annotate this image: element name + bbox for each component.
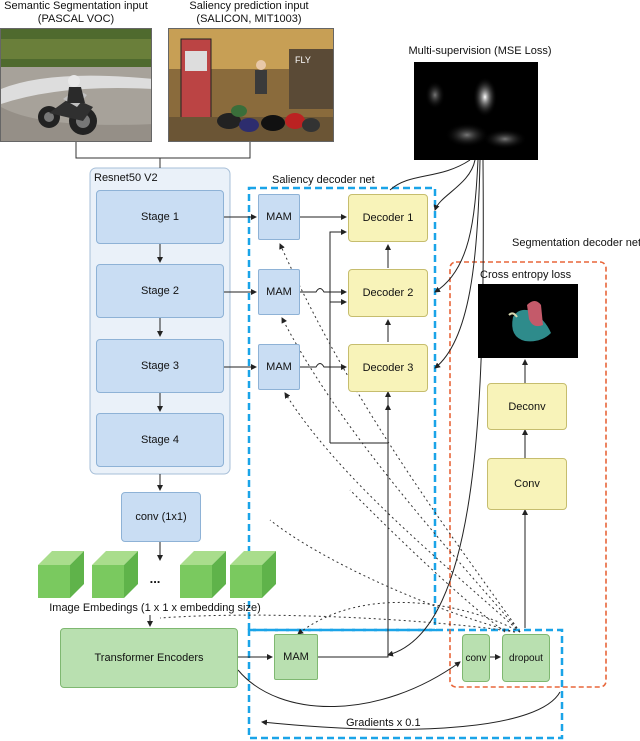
conv-transformer: conv [462, 634, 490, 682]
heatmap-illustration [425, 77, 527, 149]
image-embeddings-caption: Image Embedings (1 x 1 x embedding size) [49, 602, 261, 614]
stage-1: Stage 1 [96, 190, 224, 244]
decoder-3: Decoder 3 [348, 344, 428, 392]
segmentation-decoder-region [449, 261, 607, 688]
segmentation-input-dataset: (PASCAL VOC) [37, 13, 115, 25]
deconv-block: Deconv [487, 383, 567, 430]
stage-3: Stage 3 [96, 339, 224, 393]
mam-transformer: MAM [274, 634, 318, 680]
saliency-decoder-title: Saliency decoder net [272, 174, 375, 186]
decoder-2: Decoder 2 [348, 269, 428, 317]
mam-2: MAM [258, 269, 300, 315]
svg-text:FLY: FLY [295, 55, 311, 65]
saliency-ground-truth-map [414, 62, 538, 160]
segmentation-mask-illustration [508, 301, 551, 342]
transformer-encoders: Transformer Encoders [60, 628, 238, 688]
dropout-block: dropout [502, 634, 550, 682]
segmentation-ground-truth-mask [478, 284, 578, 358]
transformer-branch-region [247, 628, 564, 740]
conv-1x1: conv (1x1) [121, 492, 201, 542]
embedding-cube-3 [180, 551, 226, 598]
station-photo-illustration: FLY [169, 29, 333, 141]
embedding-cube-2 [92, 551, 138, 598]
saliency-input-dataset: (SALICON, MIT1003) [196, 13, 302, 25]
saliency-input-title: Saliency prediction input [189, 0, 309, 12]
conv-block: Conv [487, 458, 567, 510]
gradients-label: Gradients x 0.1 [346, 717, 421, 729]
stage-2: Stage 2 [96, 264, 224, 318]
segmentation-input-image [0, 28, 152, 142]
mam-3: MAM [258, 344, 300, 390]
saliency-input-image: FLY [168, 28, 334, 142]
embedding-cube-1 [38, 551, 84, 598]
segmentation-input-title: Semantic Segmentation input [4, 0, 148, 12]
decoder-1: Decoder 1 [348, 194, 428, 242]
mam-1: MAM [258, 194, 300, 240]
multi-supervision-label: Multi-supervision (MSE Loss) [408, 45, 552, 57]
embedding-ellipsis: ... [149, 571, 161, 586]
stage-4: Stage 4 [96, 413, 224, 467]
cross-entropy-loss-label: Cross entropy loss [480, 269, 572, 281]
backbone-title: Resnet50 V2 [94, 172, 158, 184]
segmentation-decoder-title: Segmentation decoder net [512, 237, 640, 249]
embedding-cube-4 [230, 551, 276, 598]
motorcycle-photo-illustration [1, 29, 151, 141]
